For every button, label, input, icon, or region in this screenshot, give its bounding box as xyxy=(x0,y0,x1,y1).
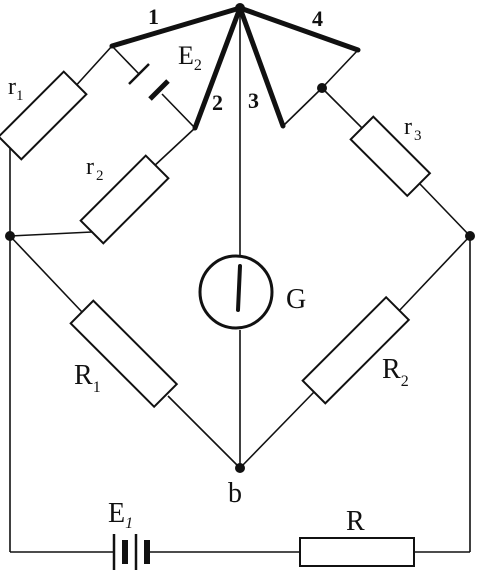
label-node-b: b xyxy=(228,478,242,509)
label-e2: E2 xyxy=(178,41,202,74)
galvanometer xyxy=(198,254,274,330)
galvanometer-circle xyxy=(198,254,274,330)
label-big-r1: R1 xyxy=(74,360,101,396)
wires xyxy=(9,8,471,553)
e1-short-plate-1 xyxy=(122,540,128,564)
resistors xyxy=(0,70,432,567)
e2-short-plate xyxy=(148,79,170,101)
r1-top-lead xyxy=(71,45,113,91)
resistor-r3 xyxy=(349,115,432,198)
slide-wire-2[interactable] xyxy=(192,5,243,131)
node-r3-top xyxy=(317,83,327,93)
node-top xyxy=(235,3,245,13)
label-galvanometer: G xyxy=(286,284,306,315)
slide-wire-4[interactable] xyxy=(237,5,361,53)
resistor-big-r xyxy=(299,537,415,567)
e1-short-plate-2 xyxy=(144,540,150,564)
node-left xyxy=(5,231,15,241)
nodes xyxy=(5,3,475,473)
galvanometer-needle xyxy=(236,264,242,312)
battery-e2 xyxy=(128,63,170,101)
label-wire-4: 4 xyxy=(312,6,323,31)
slide-wire-3-return xyxy=(282,87,323,127)
e2-top-lead xyxy=(111,45,140,75)
r3-upper-lead xyxy=(321,87,363,129)
r3-lower-lead xyxy=(419,183,471,237)
label-wire-2: 2 xyxy=(212,90,223,115)
node-right xyxy=(465,231,475,241)
e2-bottom-lead xyxy=(161,93,196,129)
e2-long-plate xyxy=(128,63,150,85)
resistor-r1 xyxy=(0,70,88,161)
slide-wire-4-return xyxy=(321,49,359,89)
r1-upper-lead xyxy=(9,235,83,313)
battery-e1 xyxy=(112,534,150,570)
label-r1: r1 xyxy=(8,74,24,104)
label-wire-1: 1 xyxy=(148,4,159,29)
r2-top-lead xyxy=(151,127,196,169)
r2-left-lead xyxy=(9,231,93,237)
label-wire-3: 3 xyxy=(248,88,259,113)
resistor-big-r2 xyxy=(301,295,411,405)
slide-wires xyxy=(109,5,361,131)
label-e1: E1 xyxy=(108,498,133,532)
label-big-r: R xyxy=(346,506,365,537)
slide-wire-1[interactable] xyxy=(109,5,243,49)
node-b xyxy=(235,463,245,473)
label-big-r2: R2 xyxy=(382,354,409,390)
r2-upper-lead xyxy=(397,235,471,313)
r2-lower-lead xyxy=(239,391,315,469)
r1-lower-lead xyxy=(167,395,241,469)
resistor-r2 xyxy=(79,154,170,245)
resistor-big-r1 xyxy=(69,299,179,409)
slide-wire-3[interactable] xyxy=(237,5,286,129)
